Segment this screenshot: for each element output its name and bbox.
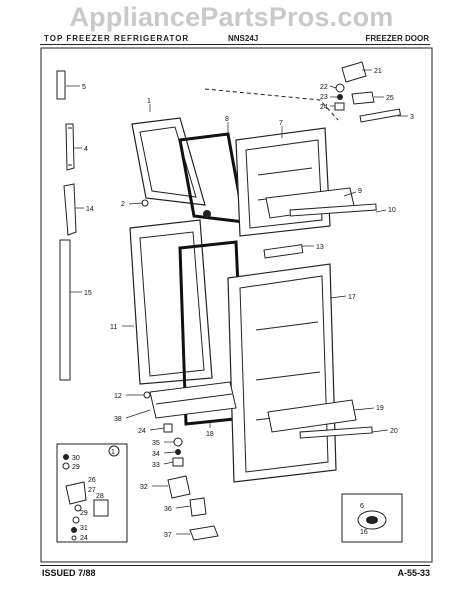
callout-9: 9 — [358, 188, 362, 195]
part-bushing-23 — [337, 94, 343, 100]
part-fresh-food-frame — [129, 219, 213, 385]
callout-7: 7 — [279, 120, 283, 127]
inset-part-16 — [366, 516, 378, 524]
part-handle-lower — [63, 183, 77, 236]
part-ring-top — [203, 210, 211, 218]
footer-issued: ISSUED 7/88 — [42, 568, 96, 578]
callout-15: 15 — [84, 290, 92, 297]
callout-23: 23 — [320, 94, 328, 101]
footer-rule — [40, 565, 430, 566]
part-handle-upper — [65, 123, 75, 171]
part-fresh-food-door-liner — [227, 263, 337, 483]
callout-33: 33 — [152, 462, 160, 469]
inset-callout-16: 16 — [360, 529, 368, 536]
part-hinge-pin — [359, 108, 402, 123]
callout-12: 12 — [114, 393, 122, 400]
diagram-border — [40, 47, 433, 563]
callout-10: 10 — [388, 207, 396, 214]
part-freezer-gasket-frame-inner — [139, 126, 197, 198]
callout-5: 5 — [82, 84, 86, 91]
callout-14: 14 — [86, 206, 94, 213]
callout-32: 32 — [140, 484, 148, 491]
part-shelf-bar-20 — [299, 426, 373, 439]
callout-3: 3 — [410, 114, 414, 121]
part-trim-strip-small — [56, 70, 66, 100]
header-model: NNS24J — [228, 34, 259, 43]
callout-19: 19 — [376, 405, 384, 412]
callout-4: 4 — [84, 146, 88, 153]
inset-part-28 — [93, 499, 109, 517]
callout-36: 36 — [164, 506, 172, 513]
inset-callout-31: 31 — [80, 525, 88, 532]
inset-part-30 — [63, 454, 69, 460]
part-freezer-door-liner — [235, 127, 331, 237]
callout-labels: 5 4 14 15 1 2 8 7 9 10 11 12 13 17 18 19… — [72, 68, 414, 542]
inset-callout-1-circle — [108, 445, 120, 457]
part-trim-strip-long — [59, 239, 71, 381]
leader-dashed — [204, 88, 339, 121]
callout-38: 38 — [114, 416, 122, 423]
header-title: TOP FREEZER REFRIGERATOR — [44, 34, 190, 43]
part-hinge-32 — [167, 475, 191, 499]
callout-39: 24 — [138, 428, 146, 435]
callout-8: 8 — [225, 116, 229, 123]
part-fresh-food-door-liner-inner — [239, 275, 329, 473]
part-hinge-36 — [189, 497, 207, 517]
inset-callout-24: 24 — [80, 535, 88, 542]
inset-part-29b — [72, 516, 80, 524]
part-screw-12 — [143, 391, 151, 399]
inset-callout-28: 28 — [96, 493, 104, 500]
inset-part-27 — [74, 504, 82, 512]
inset-callout-29b: 29 — [80, 510, 88, 517]
inset-part-31 — [71, 527, 77, 533]
part-bushing-34 — [175, 449, 181, 455]
inset-callout-30: 30 — [72, 455, 80, 462]
part-kickplate — [149, 381, 237, 419]
part-kickplate-detail — [155, 393, 233, 405]
header-section: FREEZER DOOR — [365, 34, 429, 43]
part-door-stop — [263, 244, 304, 259]
callout-37: 37 — [164, 532, 172, 539]
callout-35: 35 — [152, 440, 160, 447]
part-handle-upper-detail — [68, 127, 72, 166]
part-spacer-33 — [172, 457, 184, 467]
part-washer-22 — [335, 83, 345, 93]
inset-part-26 — [65, 481, 87, 505]
inset-callout-27: 27 — [88, 487, 96, 494]
callout-13: 13 — [316, 244, 324, 251]
leader-lines — [66, 69, 408, 535]
watermark-logo: AppliancePartsPros.com — [69, 2, 394, 32]
part-cap-35 — [173, 437, 183, 447]
part-clip-39 — [163, 423, 173, 433]
callout-22: 22 — [320, 84, 328, 91]
part-spacer-24 — [334, 102, 345, 111]
inset-callout-26: 26 — [88, 477, 96, 484]
callout-20: 20 — [390, 428, 398, 435]
inset-callout-1: 1 — [111, 449, 115, 456]
callout-1: 1 — [147, 98, 151, 105]
callout-11: 11 — [110, 324, 117, 331]
callout-34: 34 — [152, 451, 160, 458]
inset-callout-6: 6 — [360, 503, 364, 510]
callout-21: 21 — [374, 68, 382, 75]
callout-2: 2 — [121, 201, 125, 208]
callout-18: 18 — [206, 431, 214, 438]
part-fresh-food-frame-inner — [139, 231, 205, 377]
inset-part-24 — [71, 535, 77, 541]
header-rule — [40, 44, 430, 45]
part-hinge-plate — [351, 91, 375, 105]
inset-callout-29: 29 — [72, 464, 80, 471]
inset-part-29 — [62, 462, 70, 470]
part-freezer-door-liner-inner — [245, 139, 323, 229]
part-shelf-bar — [289, 203, 377, 217]
callout-24: 24 — [320, 104, 328, 111]
footer-page-code: A-55-33 — [397, 568, 430, 578]
callout-25: 25 — [386, 95, 394, 102]
callout-17: 17 — [348, 294, 356, 301]
part-hinge-bracket — [341, 61, 367, 83]
part-hinge-37 — [189, 525, 219, 541]
part-door-shelf-19 — [267, 399, 357, 433]
